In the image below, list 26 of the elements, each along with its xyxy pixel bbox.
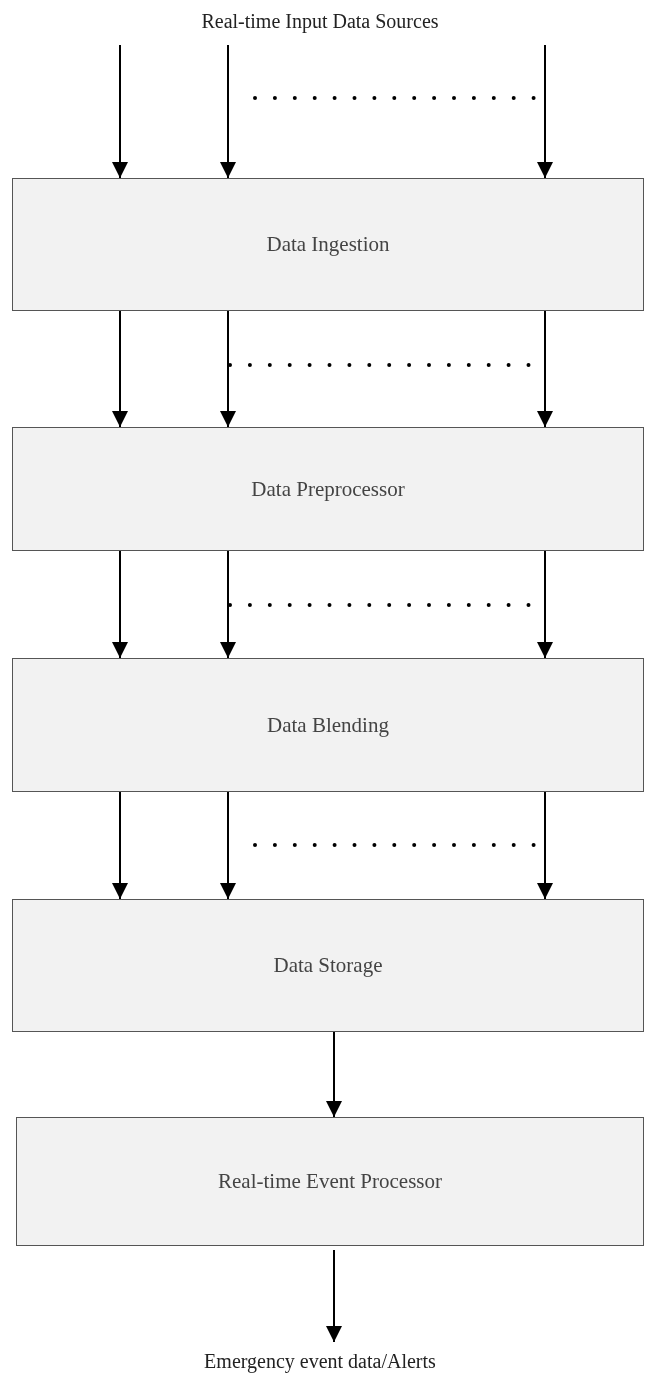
- process-box: [12, 427, 644, 551]
- arrow: [537, 791, 553, 900]
- process-box: [16, 1117, 644, 1246]
- process-box: [12, 178, 644, 311]
- box-label: Data Ingestion: [266, 232, 390, 257]
- arrow: [112, 550, 128, 659]
- box-label: Data Storage: [273, 953, 383, 978]
- arrow: [537, 44, 553, 179]
- flow-label: Emergency event data/Alerts: [140, 1342, 500, 1380]
- arrow: [220, 791, 236, 900]
- arrow: [326, 1031, 342, 1118]
- arrow: [537, 550, 553, 659]
- arrow: [112, 44, 128, 179]
- heading-label: Real-time Input Data Sources: [201, 10, 439, 33]
- box-label: Data Preprocessor: [251, 476, 405, 502]
- arrow: [220, 310, 236, 428]
- process-box: [12, 658, 644, 792]
- process-box: [12, 899, 644, 1032]
- arrow: [112, 791, 128, 900]
- box-label: Real-time Event Processor: [218, 1169, 442, 1194]
- arrow: [112, 310, 128, 428]
- arrow: [537, 310, 553, 428]
- arrow: [220, 44, 236, 179]
- box-label: Data Blending: [267, 712, 389, 738]
- arrow: [326, 1249, 342, 1343]
- arrow: [220, 550, 236, 659]
